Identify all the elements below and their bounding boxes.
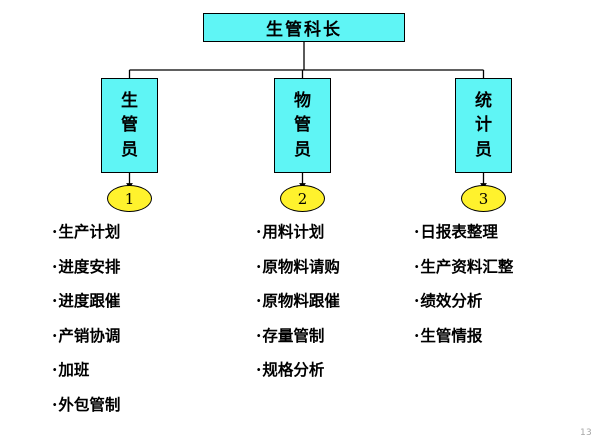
marker-ellipse-1-label: 1: [124, 189, 135, 208]
org-box-child-3: 统 计 员: [455, 78, 512, 173]
duty-list-column-1: ·生产计划 ·进度安排 ·进度跟催 ·产销协调 ·加班 ·外包管制: [52, 224, 120, 431]
duty-item-label: 生产资料汇整: [420, 256, 514, 276]
duty-item: ·生产计划: [52, 224, 120, 240]
org-box-child-3-char-2: 计: [475, 115, 492, 136]
duty-item: ·进度安排: [52, 256, 121, 276]
org-box-child-1-char-2: 管: [121, 115, 138, 136]
bullet-icon: ·: [256, 291, 262, 310]
duty-item: ·存量管制: [256, 325, 340, 345]
duty-item-label: 产销协调: [58, 325, 121, 345]
org-box-child-3-label: 统 计 员: [475, 89, 492, 161]
org-box-child-1-char-1: 生: [121, 91, 138, 112]
duty-item: ·规格分析: [256, 362, 340, 378]
bullet-icon: ·: [52, 360, 58, 379]
duty-item-label: 生产计划: [58, 222, 121, 241]
bullet-icon: ·: [256, 256, 262, 276]
bullet-icon: ·: [256, 325, 262, 345]
duty-item-label: 生管情报: [420, 325, 483, 345]
duty-item: ·原物料请购: [256, 256, 340, 276]
org-box-child-2-char-2: 管: [294, 115, 311, 136]
duty-list-column-3: ·日报表整理 ·生产资料汇整 ·绩效分析 ·生管情报: [414, 224, 513, 362]
org-box-child-1: 生 管 员: [101, 78, 158, 173]
marker-ellipse-2-label: 2: [297, 189, 308, 208]
duty-item: ·加班: [52, 362, 120, 378]
org-box-child-1-char-3: 员: [121, 139, 138, 160]
duty-item-label: 用料计划: [262, 222, 325, 241]
duty-item-label: 存量管制: [262, 325, 325, 345]
org-box-child-2: 物 管 员: [274, 78, 331, 173]
org-box-child-3-char-3: 员: [475, 139, 492, 160]
marker-ellipse-3: 3: [461, 185, 506, 212]
duty-item: ·产销协调: [52, 325, 121, 345]
duty-item-label: 绩效分析: [420, 291, 483, 310]
duty-item: ·用料计划: [256, 224, 340, 240]
duty-item: ·日报表整理: [414, 224, 513, 240]
marker-ellipse-3-label: 3: [478, 189, 489, 208]
bullet-icon: ·: [414, 325, 420, 345]
bullet-icon: ·: [52, 222, 58, 241]
bullet-icon: ·: [52, 256, 58, 276]
org-box-child-1-label: 生 管 员: [121, 89, 138, 161]
org-box-child-3-char-1: 统: [475, 91, 492, 112]
duty-item: ·原物料跟催: [256, 293, 340, 309]
duty-item: ·绩效分析: [414, 293, 513, 309]
bullet-icon: ·: [256, 360, 262, 379]
org-box-root: 生管科长: [203, 13, 405, 42]
duty-item-label: 原物料跟催: [262, 291, 340, 310]
page-number: 13: [579, 428, 592, 438]
duty-item-label: 外包管制: [58, 394, 121, 414]
duty-item: ·外包管制: [52, 394, 121, 414]
duty-item: ·进度跟催: [52, 293, 120, 309]
org-box-child-2-char-3: 员: [294, 139, 311, 160]
bullet-icon: ·: [52, 325, 58, 345]
org-box-child-2-char-1: 物: [294, 91, 311, 112]
marker-ellipse-1: 1: [107, 185, 152, 212]
duty-item-label: 原物料请购: [262, 256, 340, 276]
duty-list-column-2: ·用料计划 ·原物料请购 ·原物料跟催 ·存量管制 ·规格分析: [256, 224, 340, 397]
marker-ellipse-2: 2: [280, 185, 325, 212]
duty-item: ·生产资料汇整: [414, 256, 514, 276]
bullet-icon: ·: [52, 394, 58, 414]
bullet-icon: ·: [414, 222, 420, 241]
duty-item: ·生管情报: [414, 325, 513, 345]
bullet-icon: ·: [414, 256, 420, 276]
org-box-child-2-label: 物 管 员: [294, 89, 311, 161]
bullet-icon: ·: [256, 222, 262, 241]
duty-item-label: 进度跟催: [58, 291, 121, 310]
duty-item-label: 进度安排: [58, 256, 121, 276]
bullet-icon: ·: [52, 291, 58, 310]
org-box-root-label: 生管科长: [266, 20, 342, 40]
duty-item-label: 日报表整理: [420, 222, 498, 241]
duty-item-label: 规格分析: [262, 360, 325, 379]
duty-item-label: 加班: [58, 360, 90, 379]
bullet-icon: ·: [414, 291, 420, 310]
